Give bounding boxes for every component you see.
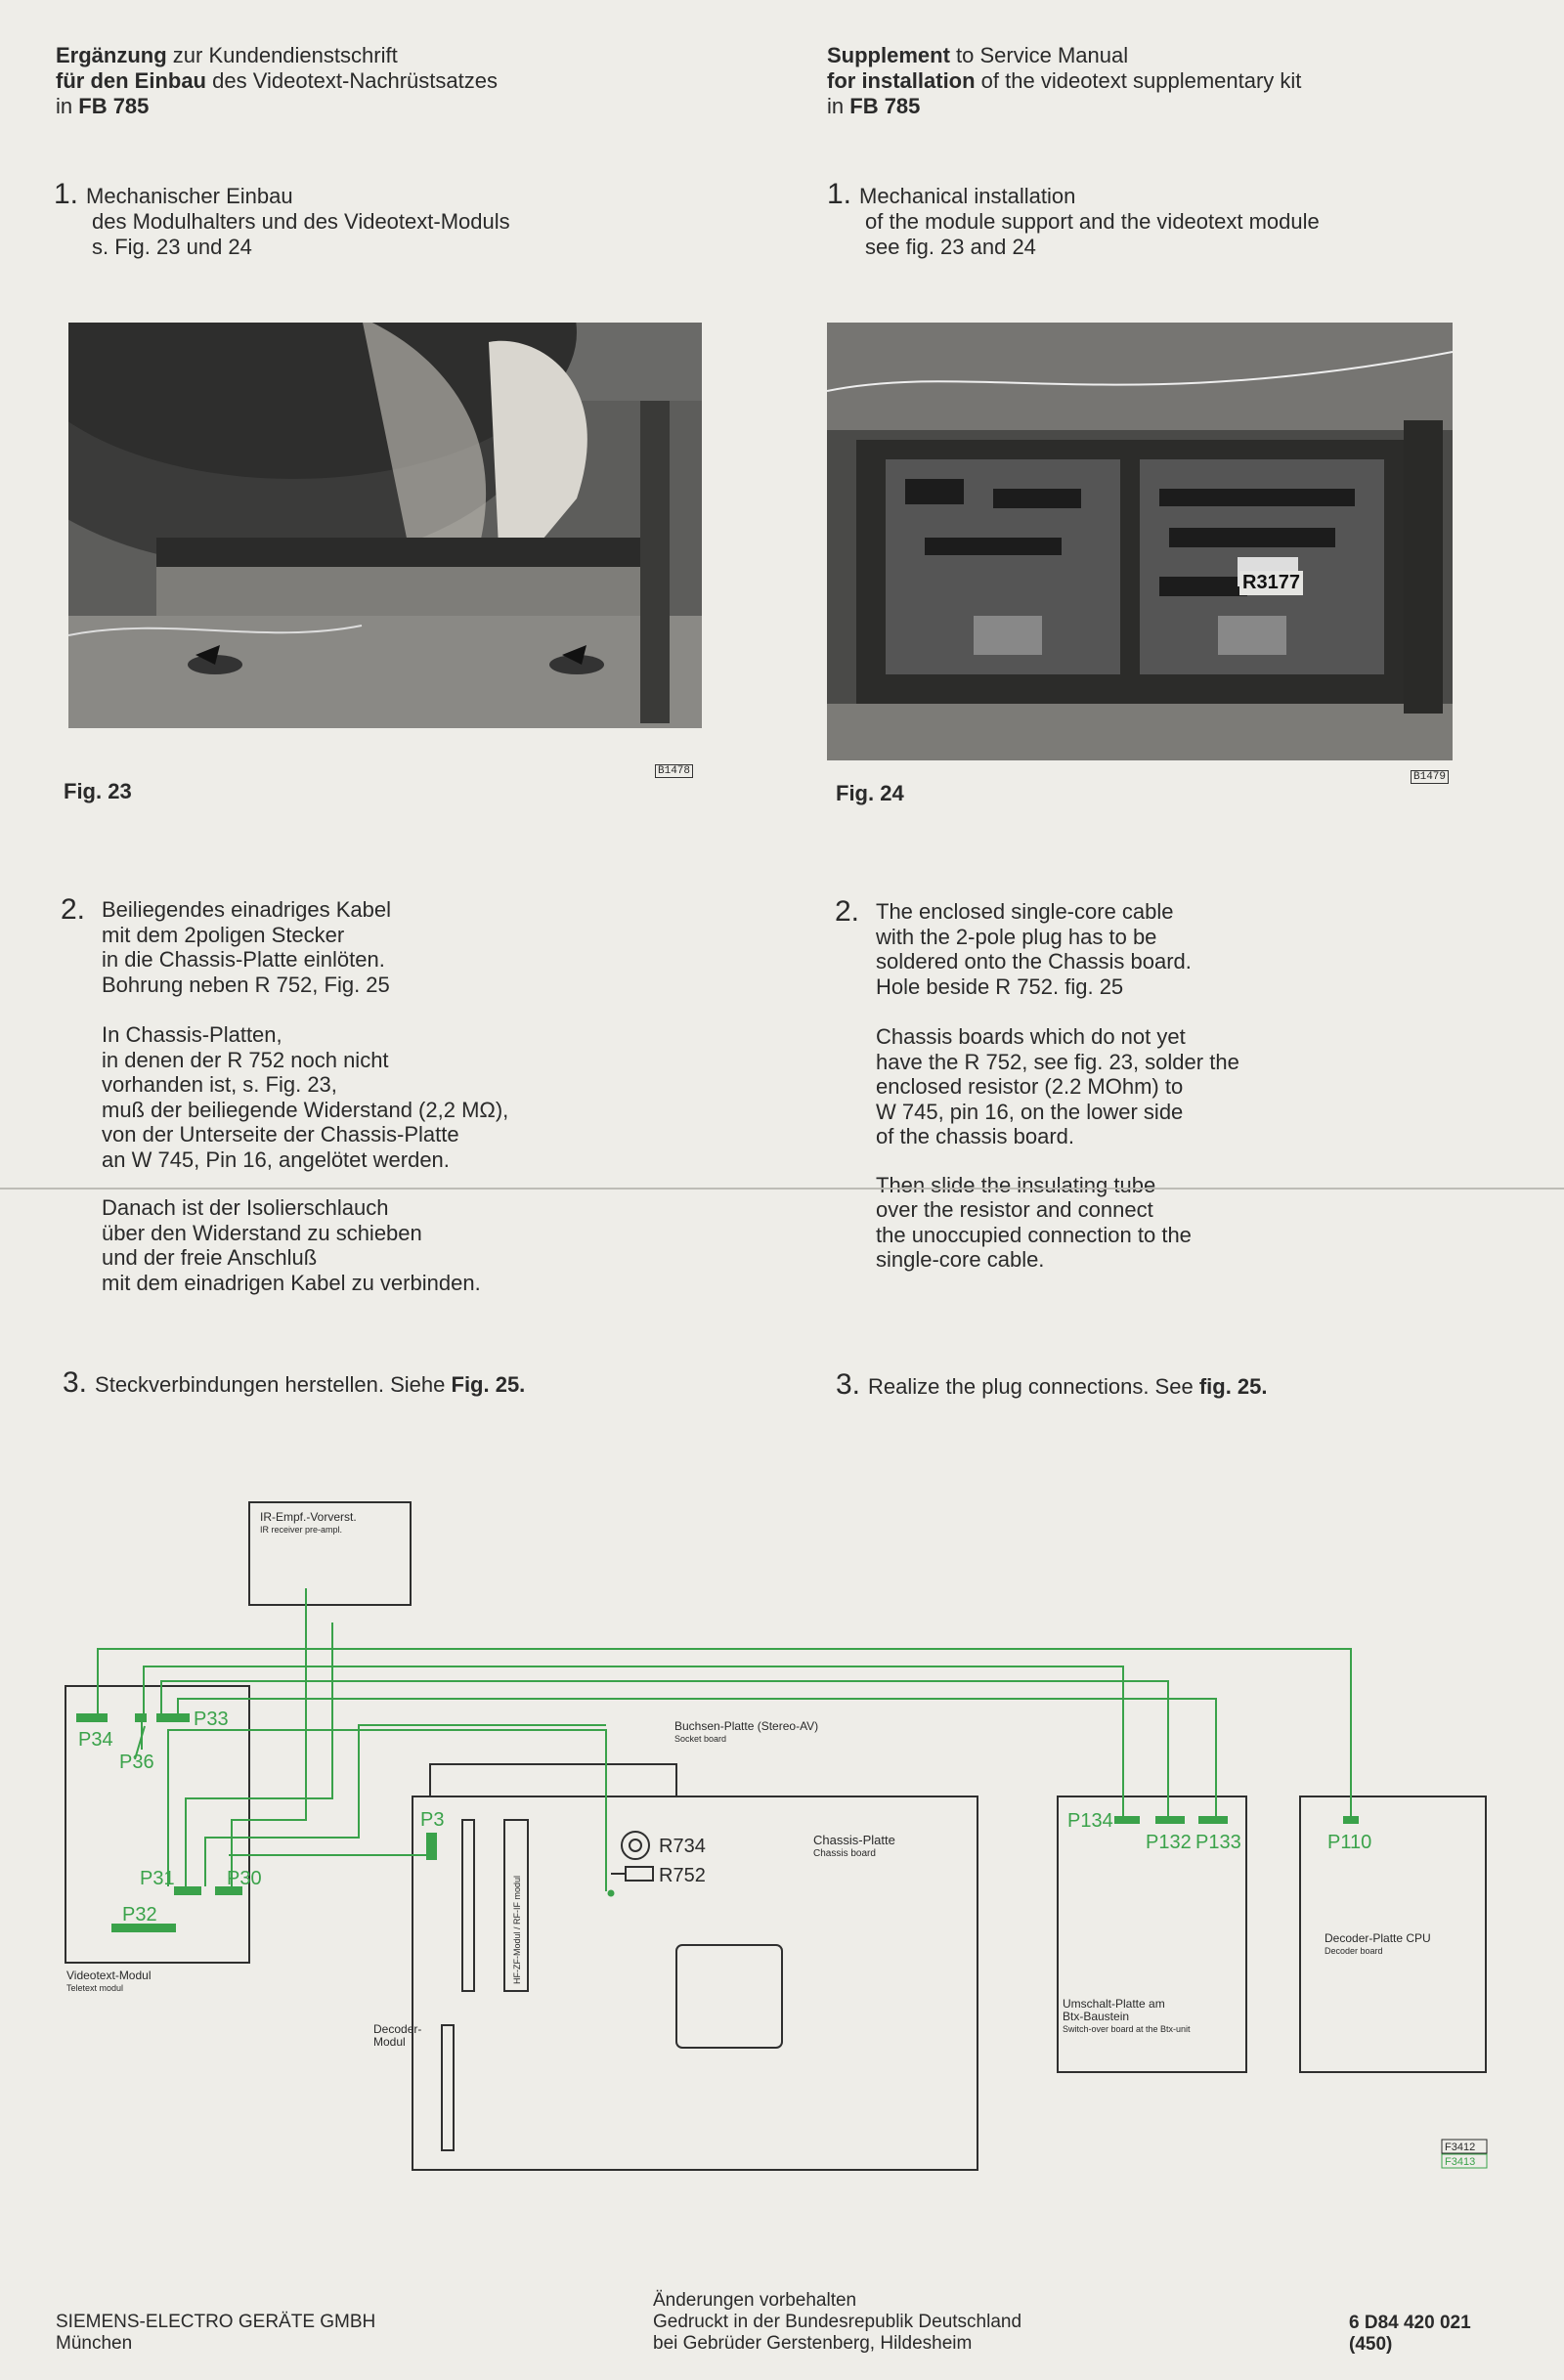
p3-label: P3: [420, 1809, 444, 1831]
s2de-p2: In Chassis-Platten, in denen der R 752 n…: [102, 1022, 509, 1172]
s2de-p3: Danach ist der Isolierschlauch über den …: [102, 1195, 481, 1295]
fig-code-2: F3413: [1445, 2156, 1475, 2168]
decoder-cpu-label-1: Decoder-Platte CPU: [1325, 1931, 1431, 1945]
header-de: Ergänzung zur Kundendienstschrift für de…: [56, 43, 498, 118]
videotext-box: [65, 1685, 250, 1964]
fig23-photo: [68, 323, 702, 728]
fig23-code: B1478: [655, 764, 694, 778]
hf-module-label: HF-ZF-Modul / RF-IF modul: [512, 1876, 522, 1984]
s2en-p1: The enclosed single-core cable with the …: [876, 899, 1192, 999]
decoder-cpu-label-2: Decoder board: [1325, 1946, 1383, 1956]
s2de-p1: Beiliegendes einadriges Kabel mit dem 2p…: [102, 897, 391, 997]
p36-label: P36: [119, 1752, 154, 1773]
decoder-modul-label-2: Modul: [373, 2035, 406, 2049]
p33-label: P33: [194, 1709, 229, 1730]
section2-de: 2. Beiliegendes einadriges Kabel mit dem…: [61, 893, 509, 1295]
p134-label: P134: [1067, 1810, 1113, 1832]
umschalt-label-3: Switch-over board at the Btx-unit: [1063, 2024, 1191, 2034]
fold-line: [0, 1188, 1564, 1190]
r734-label: R734: [659, 1836, 706, 1857]
section3-en: 3.Realize the plug connections. See fig.…: [836, 1368, 1268, 1401]
p34-label: P34: [78, 1729, 113, 1751]
buchsen-label-1: Buchsen-Platte (Stereo-AV): [674, 1719, 818, 1733]
decoder-modul-label-1: Decoder-: [373, 2022, 421, 2036]
section2-en: 2. The enclosed single-core cable with t…: [835, 895, 1239, 1273]
section1-en: 1.Mechanical installation of the module …: [827, 178, 1320, 260]
p30-label: P30: [227, 1868, 262, 1889]
footer-notice: Änderungen vorbehalten Gedruckt in der B…: [653, 2290, 1022, 2354]
wiring-diagram: P34 P36 P33 P31 P30 P32 P3 P134 P132 P13…: [65, 1501, 1488, 2171]
section3-de: 3.Steckverbindungen herstellen. Siehe Fi…: [63, 1366, 526, 1399]
p110-label: P110: [1327, 1832, 1371, 1853]
videotext-label-1: Videotext-Modul: [66, 1969, 152, 1982]
r3177-label: R3177: [1239, 571, 1303, 595]
ir-box: [248, 1501, 412, 1606]
r752-label: R752: [659, 1865, 706, 1886]
chassis-label-1: Chassis-Platte: [813, 1833, 895, 1847]
p31-label: P31: [140, 1868, 175, 1889]
buchsen-label-2: Socket board: [674, 1734, 726, 1744]
ir-label-1: IR-Empf.-Vorverst.: [260, 1510, 357, 1524]
umschalt-label-1: Umschalt-Platte am: [1063, 1997, 1165, 2011]
footer-company: SIEMENS-ELECTRO GERÄTE GMBH München: [56, 2312, 376, 2354]
p32-label: P32: [122, 1904, 157, 1926]
s2en-p2: Chassis boards which do not yet have the…: [876, 1024, 1239, 1148]
p133-label: P133: [1195, 1832, 1241, 1853]
umschalt-box: [1057, 1796, 1247, 2073]
umschalt-label-2: Btx-Baustein: [1063, 2010, 1129, 2023]
s2en-p3: Then slide the insulating tube over the …: [876, 1172, 1192, 1273]
fig24-caption: Fig. 24: [836, 781, 904, 805]
fig24-code: B1479: [1411, 770, 1450, 784]
header-en: Supplement to Service Manual for install…: [827, 43, 1302, 118]
chassis-box: [412, 1796, 978, 2171]
fig23-caption: Fig. 23: [64, 779, 132, 803]
fig-code-1: F3412: [1445, 2142, 1475, 2153]
p132-label: P132: [1146, 1832, 1192, 1853]
fig24-photo: [827, 323, 1453, 760]
section1-de: 1.Mechanischer Einbau des Modulhalters u…: [54, 178, 510, 260]
decoder-cpu-box: [1299, 1796, 1487, 2073]
ir-label-2: IR receiver pre-ampl.: [260, 1525, 342, 1535]
chassis-label-2: Chassis board: [813, 1848, 876, 1859]
videotext-label-2: Teletext modul: [66, 1983, 123, 1993]
footer-docno: 6 D84 420 021 (450): [1349, 2313, 1471, 2355]
